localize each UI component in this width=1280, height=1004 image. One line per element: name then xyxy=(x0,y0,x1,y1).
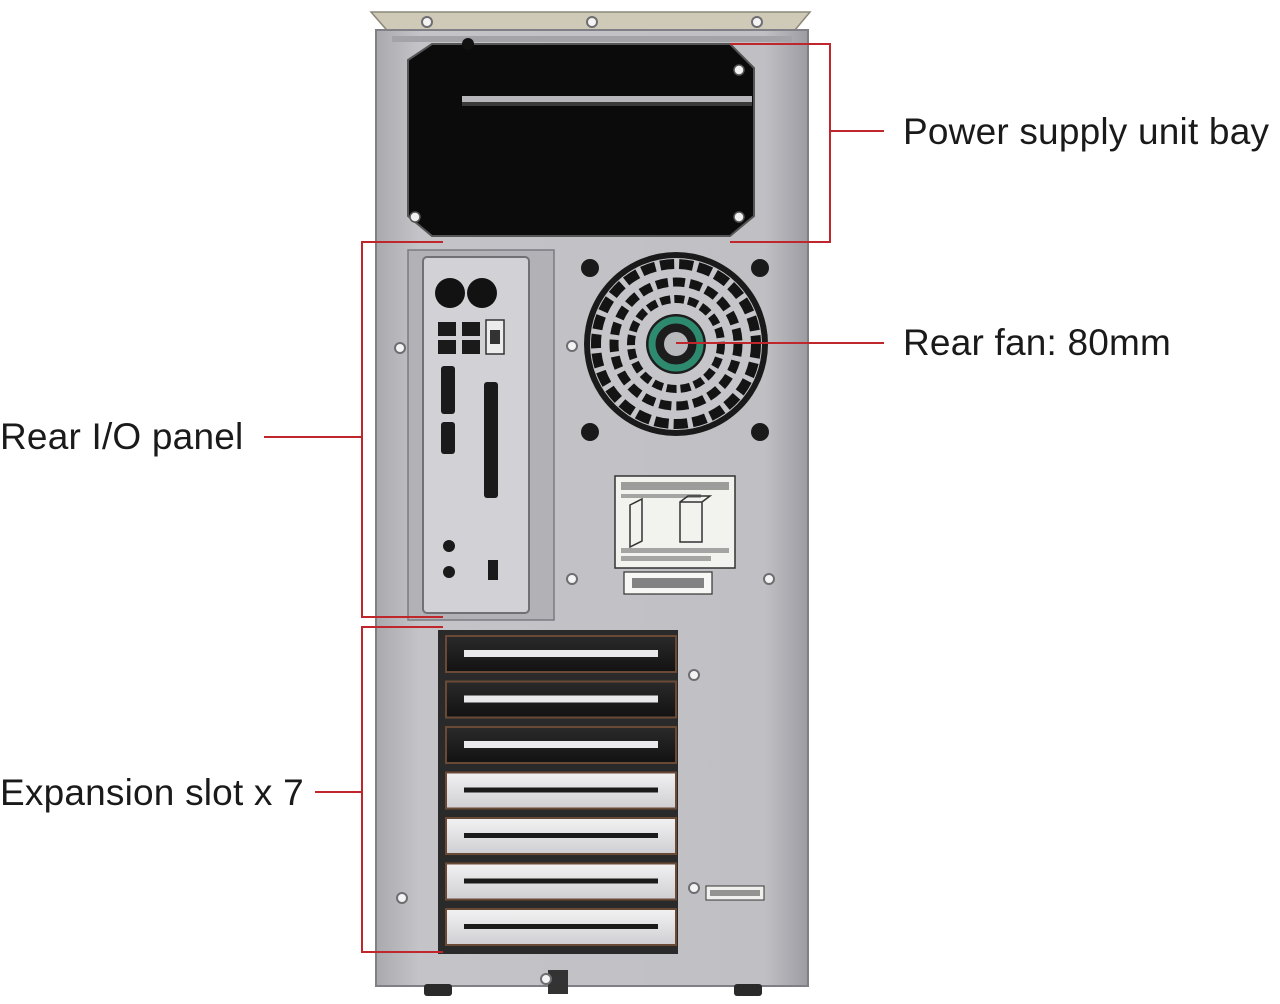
expansion-slot-bar xyxy=(464,787,658,793)
chassis-screws xyxy=(394,16,775,985)
callout-label-rear-fan: Rear fan: 80mm xyxy=(903,322,1172,363)
callout-line-power-supply xyxy=(730,43,831,243)
callout-label-rear-io: Rear I/O panel xyxy=(0,416,244,457)
io-shield-icon xyxy=(407,249,555,621)
expansion-slot-bar xyxy=(464,924,658,929)
callout-line-rear-io xyxy=(361,241,443,618)
psu-bay-icon xyxy=(407,38,755,237)
warning-sticker xyxy=(614,475,765,901)
callout-label-expansion: Expansion slot x 7 xyxy=(0,772,304,813)
expansion-slot-covers xyxy=(445,635,677,946)
expansion-slot-bar xyxy=(464,741,658,748)
expansion-slot-bar xyxy=(464,878,658,884)
expansion-slot-bar xyxy=(464,650,658,657)
expansion-slot-bar xyxy=(464,695,658,703)
callout-label-power-supply: Power supply unit bay xyxy=(903,111,1270,152)
expansion-slot-bar xyxy=(464,833,658,838)
callout-line-expansion xyxy=(361,626,443,953)
callout-lines xyxy=(264,43,884,953)
